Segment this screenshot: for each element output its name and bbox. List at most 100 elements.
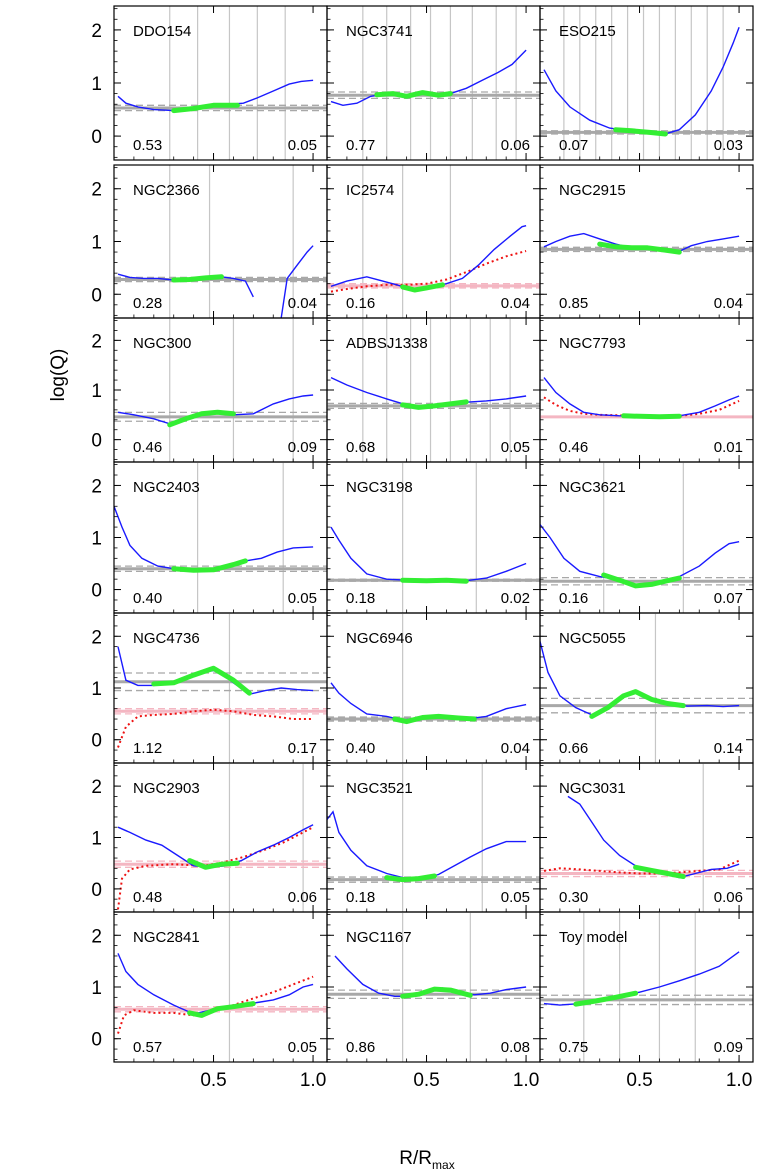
panel-title: NGC3198 <box>346 479 413 496</box>
panel-level-value: 0.53 <box>133 137 162 154</box>
panel-title: NGC3521 <box>346 780 413 797</box>
panel-title: NGC3031 <box>559 780 626 797</box>
q-profile-curve <box>540 524 740 587</box>
panel-scatter-value: 0.06 <box>501 137 530 154</box>
panel-title: Toy model <box>559 929 627 946</box>
highlight-curve-segment <box>151 665 252 696</box>
stellar-q-dotted-curve <box>330 250 527 293</box>
panel-plot-area <box>540 763 753 912</box>
panel-level-value: 0.30 <box>559 889 588 906</box>
panel-plot-area <box>114 6 327 160</box>
q-profile-curve <box>117 953 314 1015</box>
highlight-curve-segment <box>167 409 236 428</box>
axis-labels: log(Q) R/Rmax <box>48 349 455 1172</box>
panel-scatter-value: 0.04 <box>501 295 530 312</box>
panel-scatter-value: 0.09 <box>288 439 317 456</box>
panel-plot-area <box>327 318 540 462</box>
panel-title: NGC4736 <box>133 630 200 647</box>
highlight-curve-segment <box>392 713 477 725</box>
highlight-curve-segment <box>171 558 248 573</box>
x-tick-label: 0.5 <box>413 1070 439 1091</box>
y-tick-label: 1 <box>91 978 102 999</box>
panel-plot-area <box>327 613 540 763</box>
panel-level-value: 0.18 <box>346 889 375 906</box>
q-profile-curve <box>330 682 527 721</box>
stellar-q-dotted-curve <box>117 708 314 748</box>
x-tick-label: 1.0 <box>300 1070 326 1091</box>
q-profile-curve <box>540 641 740 716</box>
panel-scatter-value: 0.03 <box>714 137 743 154</box>
panel-plot-area <box>540 377 753 420</box>
highlight-curve-segment <box>400 986 473 999</box>
stellar-q-dotted-curve <box>543 396 740 418</box>
panel-level-value: 0.77 <box>346 137 375 154</box>
panel-level-value: 0.16 <box>346 295 375 312</box>
panel-level-value: 0.46 <box>133 439 162 456</box>
stellar-q-dotted-curve <box>117 975 314 1034</box>
highlight-curve-segment <box>601 572 682 589</box>
highlight-curve-segment <box>613 127 668 137</box>
panel-plot-area <box>327 165 540 318</box>
x-tick-label: 0.5 <box>626 1070 652 1091</box>
panel-plot-area <box>114 613 327 763</box>
panel-scatter-value: 0.06 <box>288 889 317 906</box>
panel-scatter-value: 0.02 <box>501 590 530 607</box>
panel-plot-area <box>327 912 540 1062</box>
panel-plot-area <box>114 318 327 462</box>
q-profile-curve <box>330 49 527 107</box>
x-axis-label-subscript: max <box>432 1158 455 1172</box>
y-tick-label: 0 <box>91 880 102 901</box>
panel-level-value: 0.40 <box>133 590 162 607</box>
panel-title: DDO154 <box>133 23 191 40</box>
panel-plot-area <box>540 912 753 1062</box>
panel-plot-area <box>327 763 540 912</box>
highlight-curve-segment <box>597 241 682 255</box>
q-profile-curve <box>543 951 740 1006</box>
panel-scatter-value: 0.17 <box>288 740 317 757</box>
highlight-curve-segment <box>400 282 445 293</box>
y-tick-label: 0 <box>91 431 102 452</box>
panel-title: NGC6946 <box>346 630 413 647</box>
panel-title: NGC2403 <box>133 479 200 496</box>
x-tick-label: 1.0 <box>726 1070 752 1091</box>
highlight-curve-segment <box>573 990 639 1007</box>
y-tick-label: 0 <box>91 1030 102 1051</box>
panel-title: NGC7793 <box>559 335 626 352</box>
panel-scatter-value: 0.09 <box>714 1039 743 1056</box>
panel-title: ADBSJ1338 <box>346 335 428 352</box>
panel-level-value: 0.16 <box>559 590 588 607</box>
y-tick-label: 0 <box>91 581 102 602</box>
panel-scatter-value: 0.05 <box>288 590 317 607</box>
panel-plot-area <box>114 763 327 912</box>
highlight-curve-segment <box>171 102 240 114</box>
panel-plot-area <box>327 462 540 613</box>
panel-level-value: 0.68 <box>346 439 375 456</box>
panel-plot-area <box>540 613 753 763</box>
panel-scatter-value: 0.04 <box>714 295 743 312</box>
q-profile-curve <box>327 810 527 880</box>
q-profile-curve <box>330 526 527 582</box>
panel-title: NGC3621 <box>559 479 626 496</box>
y-tick-label: 1 <box>91 829 102 850</box>
panel-plot-area <box>540 462 753 613</box>
panel-title: NGC2841 <box>133 929 200 946</box>
y-tick-label: 2 <box>91 777 102 798</box>
y-tick-label: 1 <box>91 233 102 254</box>
panel-level-value: 0.07 <box>559 137 588 154</box>
panel-plot-area <box>327 6 540 160</box>
panel-plot-area <box>114 462 327 613</box>
highlight-curve-segment <box>171 274 224 283</box>
highlight-curve-segment <box>384 873 437 883</box>
